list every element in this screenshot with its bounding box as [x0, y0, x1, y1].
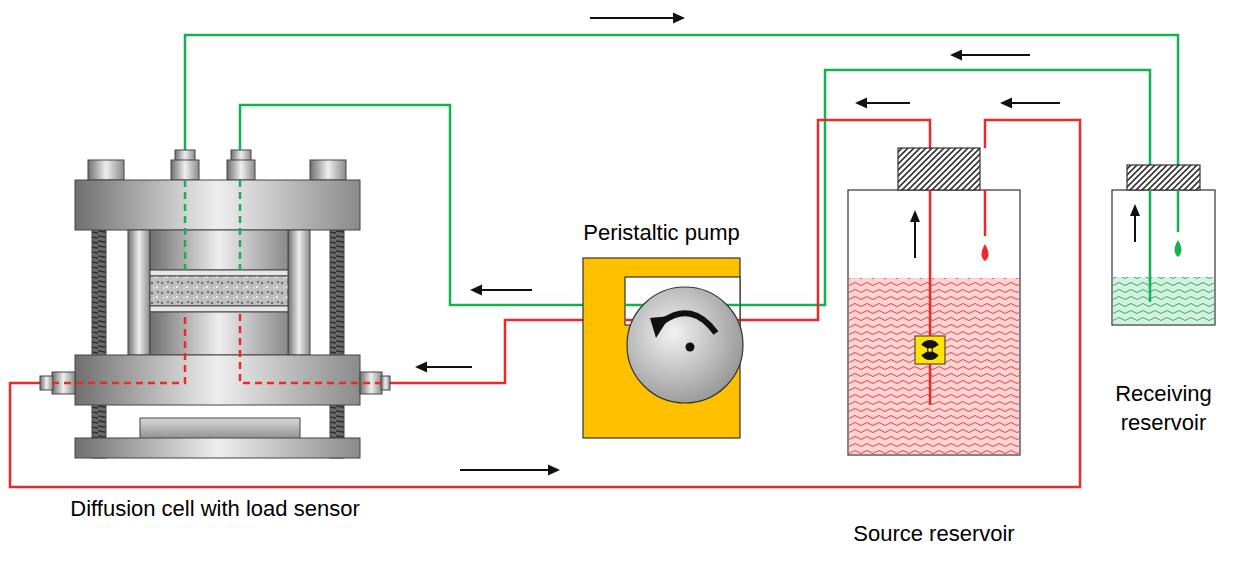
load-sensor — [140, 418, 300, 440]
diffusion-cell: Diffusion cell with load sensor — [40, 150, 390, 460]
tube-connector — [10, 98, 1080, 488]
tube-connector — [185, 13, 1178, 166]
node-label: Source reservoir — [814, 520, 1054, 549]
flow-arrow-shaft — [1012, 102, 1060, 104]
flow-arrow-shaft — [460, 469, 548, 471]
node-label: Diffusion cell with load sensor — [70, 495, 360, 524]
source-reservoir: Source reservoir — [848, 148, 1020, 455]
tube-line — [10, 120, 1080, 487]
peristaltic-pump: Peristaltic pump — [583, 258, 740, 438]
flow-arrow-shaft — [482, 289, 532, 291]
flow-arrow-shaft — [590, 17, 673, 19]
flow-arrow-head — [548, 465, 560, 476]
diffusion-cell-drawing — [40, 150, 390, 458]
flow-arrow-head — [470, 285, 482, 296]
sample-disc — [150, 276, 288, 306]
flow-arrow-shaft — [962, 54, 1030, 56]
flow-arrow-shaft — [867, 102, 910, 104]
flow-arrow-head — [855, 98, 867, 109]
receiving-reservoir: Receiving reservoir — [1112, 165, 1215, 325]
pump-drawing — [583, 258, 743, 438]
radiation-symbol — [915, 336, 945, 364]
flow-arrow-head — [673, 13, 685, 24]
tube-connector — [390, 320, 583, 383]
flow-arrow-shaft — [427, 366, 472, 368]
receiving-reservoir-drawing — [1112, 165, 1215, 325]
node-label: Receiving reservoir — [1099, 380, 1229, 437]
flow-arrow-head — [950, 50, 962, 61]
flow-arrow-head — [1000, 98, 1012, 109]
source-reservoir-drawing — [848, 148, 1020, 455]
tube-line — [390, 320, 583, 383]
flow-arrow-head — [415, 362, 427, 373]
tube-line — [185, 35, 1178, 165]
internal-channels — [52, 180, 382, 383]
node-label: Peristaltic pump — [547, 219, 777, 248]
